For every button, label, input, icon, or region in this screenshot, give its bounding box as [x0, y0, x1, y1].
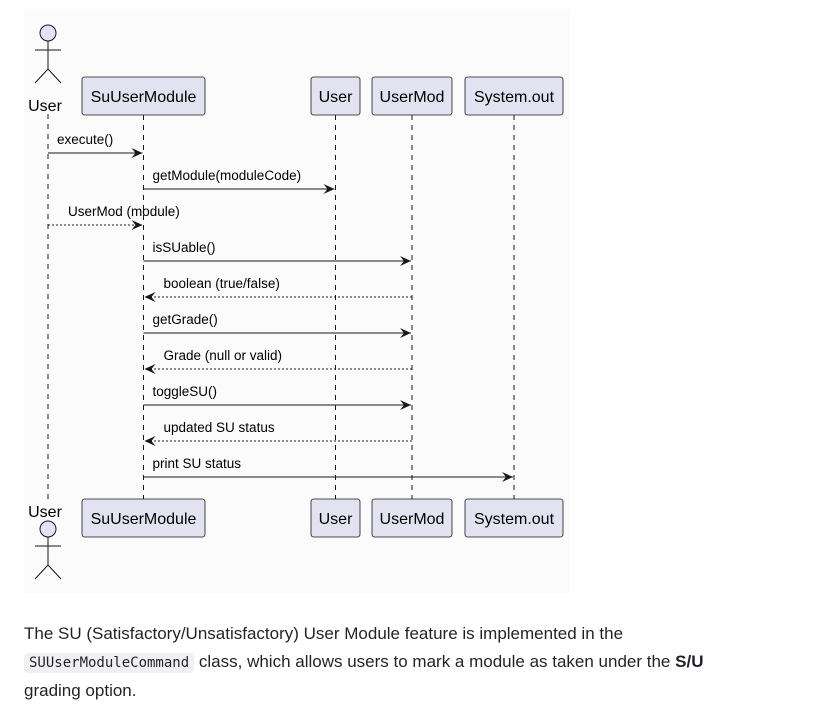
message-label-3: UserMod (module) — [68, 204, 180, 219]
participant-box-system-out-top — [464, 76, 564, 116]
message-label-8: toggleSU() — [153, 384, 218, 399]
actor-icon-bottom — [34, 520, 62, 580]
message-label-9: updated SU status — [164, 420, 275, 435]
actor-label-bottom: User — [28, 504, 62, 521]
actor-label-top: User — [28, 98, 62, 115]
participant-label-user-bottom: User — [319, 511, 353, 528]
participant-label-suusermodule-top: SuUserModule — [91, 89, 197, 106]
su-bold-text: S/U — [675, 652, 704, 671]
participant-box-usermod-bottom — [371, 498, 453, 538]
message-label-10: print SU status — [153, 456, 242, 471]
participant-label-system-out-top: System.out — [474, 89, 555, 106]
participant-box-user-bottom — [310, 498, 361, 538]
actor-icon-top — [34, 24, 62, 84]
message-label-1: execute() — [57, 132, 113, 147]
feature-description: The SU (Satisfactory/Unsatisfactory) Use… — [24, 620, 814, 705]
description-text-continued: class, which allows users to mark a modu… — [198, 652, 671, 671]
message-label-5: boolean (true/false) — [164, 276, 280, 291]
message-label-7: Grade (null or valid) — [164, 348, 283, 363]
participant-label-suusermodule-bottom: SuUserModule — [91, 511, 197, 528]
participant-box-usermod-top — [371, 76, 453, 116]
participant-box-system-out-bottom — [464, 498, 564, 538]
message-label-6: getGrade() — [153, 312, 218, 327]
participant-box-user-top — [310, 76, 361, 116]
description-text-end: grading option. — [24, 681, 137, 700]
message-label-4: isSUable() — [153, 240, 216, 255]
participant-label-user-top: User — [319, 89, 353, 106]
participant-label-usermod-top: UserMod — [380, 89, 445, 106]
participant-label-usermod-bottom: UserMod — [380, 511, 445, 528]
participant-box-suusermodule-top — [81, 76, 206, 116]
participant-label-system-out-bottom: System.out — [474, 511, 555, 528]
participant-box-suusermodule-bottom — [81, 498, 206, 538]
class-name-code: SUUserModuleCommand — [24, 653, 195, 673]
message-label-2: getModule(moduleCode) — [153, 168, 302, 183]
description-text: The SU (Satisfactory/Unsatisfactory) Use… — [24, 624, 624, 643]
